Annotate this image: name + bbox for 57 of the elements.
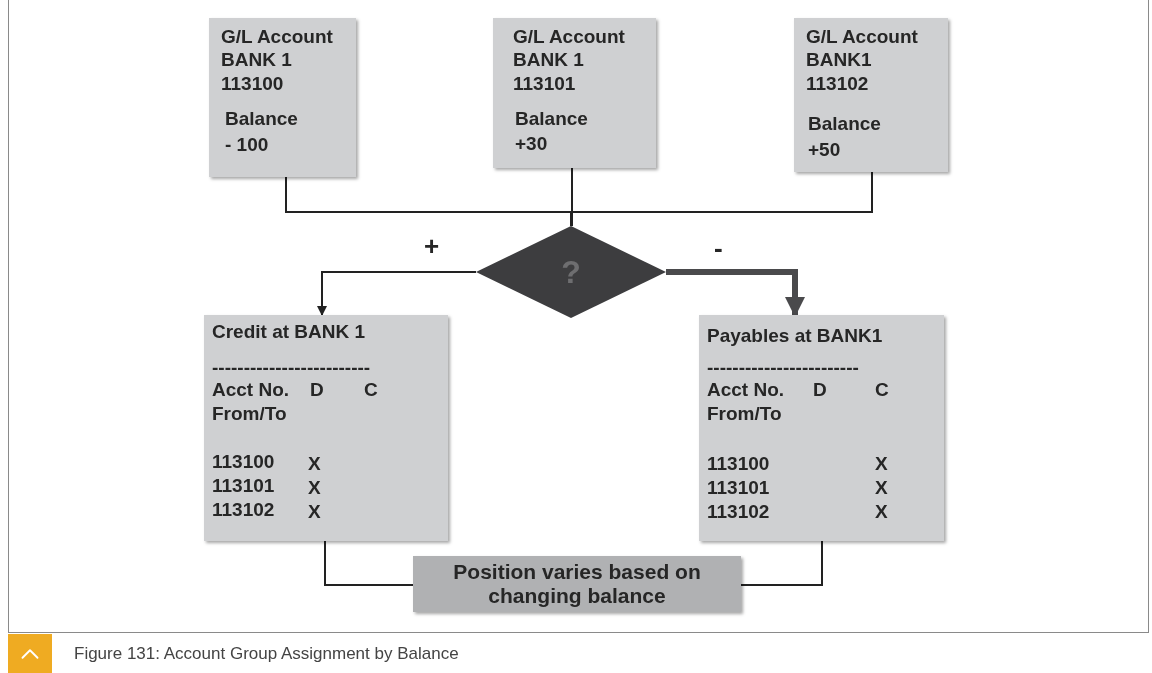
box-text: BANK 1 bbox=[221, 49, 292, 71]
box-text: X bbox=[308, 453, 321, 475]
edge-label: - bbox=[714, 234, 723, 262]
box-text: BANK1 bbox=[806, 49, 872, 71]
box-text: Balance bbox=[515, 108, 588, 130]
question-mark: ? bbox=[561, 253, 581, 292]
arrow bbox=[317, 271, 477, 316]
box-text: X bbox=[875, 501, 888, 523]
box-text: D bbox=[310, 379, 324, 401]
box-text: C bbox=[875, 379, 889, 401]
box-text: 113100 bbox=[707, 453, 770, 475]
box-text: Acct No. bbox=[707, 379, 785, 401]
box-text: Balance bbox=[808, 113, 881, 135]
box-text: 113102 bbox=[707, 501, 770, 523]
connector-line bbox=[324, 540, 414, 586]
box-text: G/L Account bbox=[806, 26, 918, 48]
box-text: X bbox=[875, 453, 888, 475]
account-box bbox=[209, 18, 356, 177]
box-text: ------------------------- bbox=[212, 357, 371, 379]
account-box bbox=[699, 315, 944, 541]
note-box bbox=[413, 556, 741, 612]
box-text: G/L Account bbox=[221, 26, 333, 48]
box-text: Payables at BANK1 bbox=[707, 325, 883, 347]
box-text: +50 bbox=[808, 139, 841, 161]
box-text: Balance bbox=[225, 108, 298, 130]
account-box bbox=[794, 18, 948, 172]
connector-line bbox=[570, 171, 873, 227]
box-text: ------------------------ bbox=[707, 357, 859, 379]
box-text: 113102 bbox=[212, 499, 275, 521]
box-text: - 100 bbox=[225, 134, 269, 156]
box-text: G/L Account bbox=[513, 26, 625, 48]
box-text: 113102 bbox=[806, 73, 869, 95]
box-text: 113100 bbox=[212, 451, 275, 473]
box-text: Acct No. bbox=[212, 379, 290, 401]
box-text: 113101 bbox=[513, 73, 576, 95]
box-text: From/To bbox=[707, 403, 782, 425]
account-box bbox=[493, 18, 656, 168]
arrow bbox=[666, 269, 806, 318]
box-text: 113100 bbox=[221, 73, 284, 95]
box-text: Credit at BANK 1 bbox=[212, 321, 366, 343]
decision-diamond bbox=[476, 226, 666, 318]
box-text: From/To bbox=[212, 403, 287, 425]
box-text: X bbox=[875, 477, 888, 499]
box-text: X bbox=[308, 477, 321, 499]
edge-label: + bbox=[424, 232, 440, 260]
caption: Figure 131: Account Group Assignment by Balance bbox=[74, 642, 459, 665]
account-box bbox=[204, 315, 448, 541]
box-text: +30 bbox=[515, 133, 548, 155]
box-text: BANK 1 bbox=[513, 49, 584, 71]
box-text: C bbox=[364, 379, 378, 401]
connector-line bbox=[740, 540, 823, 586]
box-text: 113101 bbox=[707, 477, 770, 499]
box-text: 113101 bbox=[212, 475, 275, 497]
box-text: D bbox=[813, 379, 827, 401]
connector-line bbox=[571, 167, 573, 227]
box-text: X bbox=[308, 501, 321, 523]
note-text: Position varies based on changing balance bbox=[452, 560, 702, 608]
